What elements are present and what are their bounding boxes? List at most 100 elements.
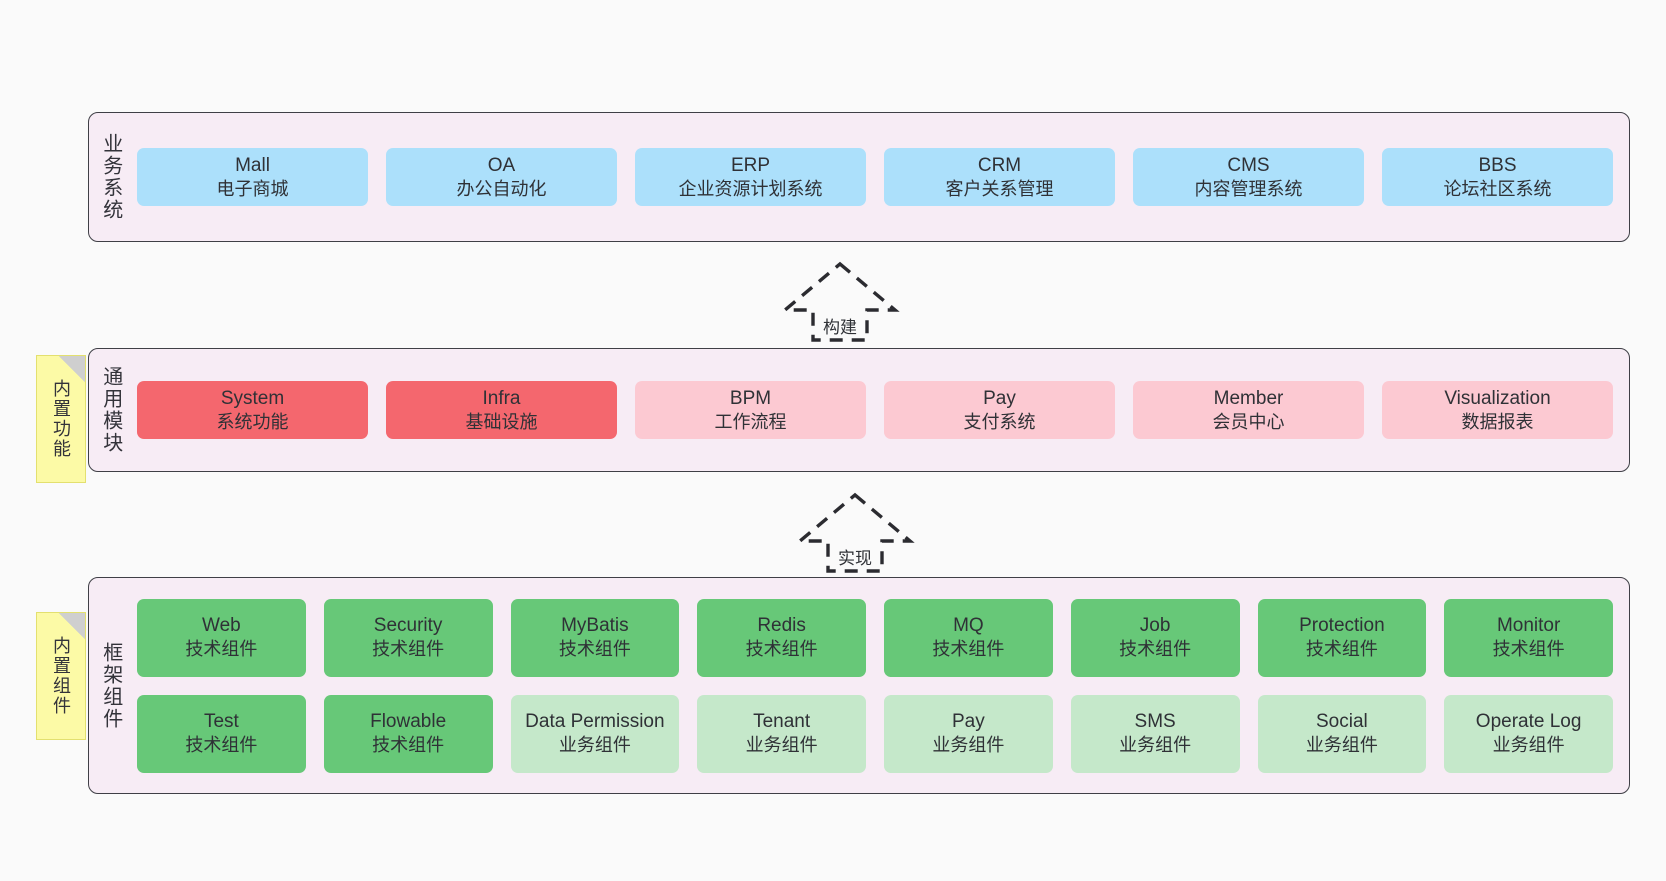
layer-title-common-modules: 通用模块 xyxy=(99,366,122,454)
node-subtitle: 工作流程 xyxy=(714,411,787,432)
node-sms[interactable]: SMS 业务组件 xyxy=(1070,694,1240,773)
node-operate-log[interactable]: Operate Log 业务组件 xyxy=(1444,694,1613,773)
node-title: MyBatis xyxy=(561,615,629,637)
node-protection[interactable]: Protection 技术组件 xyxy=(1257,598,1427,677)
node-security[interactable]: Security 技术组件 xyxy=(323,598,493,677)
node-title: Visualization xyxy=(1444,387,1551,409)
node-subtitle: 内容管理系统 xyxy=(1194,178,1303,199)
node-subtitle: 技术组件 xyxy=(185,735,258,756)
layer-business-systems: 业务系统 Mall 电子商城 OA 办公自动化 ERP 企业资源计划系统 CRM… xyxy=(88,112,1630,242)
node-test[interactable]: Test 技术组件 xyxy=(137,694,306,773)
node-redis[interactable]: Redis 技术组件 xyxy=(697,598,866,677)
node-subtitle: 客户关系管理 xyxy=(945,178,1054,199)
node-social[interactable]: Social 业务组件 xyxy=(1257,694,1427,773)
node-subtitle: 业务组件 xyxy=(745,735,818,756)
connector-build: 构建 xyxy=(755,258,925,344)
dashed-up-arrow-icon xyxy=(780,261,900,342)
node-mq[interactable]: MQ 技术组件 xyxy=(884,598,1053,677)
node-pay-component[interactable]: Pay 业务组件 xyxy=(884,694,1053,773)
node-bpm[interactable]: BPM 工作流程 xyxy=(635,380,866,440)
sticky-note-label: 内置组件 xyxy=(51,636,71,716)
node-flowable[interactable]: Flowable 技术组件 xyxy=(323,694,493,773)
node-title: Social xyxy=(1316,711,1368,733)
node-crm[interactable]: CRM 客户关系管理 xyxy=(884,147,1115,207)
node-mybatis[interactable]: MyBatis 技术组件 xyxy=(510,598,680,677)
node-web[interactable]: Web 技术组件 xyxy=(137,598,306,677)
sticky-note-label: 内置功能 xyxy=(51,379,71,459)
connector-label: 实现 xyxy=(835,544,875,569)
node-subtitle: 数据报表 xyxy=(1461,411,1534,432)
node-title: Tenant xyxy=(753,711,811,733)
node-title: Web xyxy=(202,615,241,637)
node-subtitle: 技术组件 xyxy=(1492,639,1565,660)
sticky-note-builtin-features: 内置功能 xyxy=(36,355,86,483)
node-title: ERP xyxy=(730,154,771,176)
node-title: CRM xyxy=(977,154,1022,176)
node-title: Data Permission xyxy=(525,711,665,733)
node-subtitle: 技术组件 xyxy=(372,639,445,660)
node-pay-module[interactable]: Pay 支付系统 xyxy=(884,380,1115,440)
node-infra[interactable]: Infra 基础设施 xyxy=(386,380,617,440)
node-title: Pay xyxy=(983,387,1016,409)
node-subtitle: 业务组件 xyxy=(1119,735,1192,756)
node-subtitle: 支付系统 xyxy=(963,411,1036,432)
node-visualization[interactable]: Visualization 数据报表 xyxy=(1382,380,1613,440)
node-title: Member xyxy=(1213,387,1284,409)
layer-body-business-systems: Mall 电子商城 OA 办公自动化 ERP 企业资源计划系统 CRM 客户关系… xyxy=(131,113,1629,241)
node-title: Monitor xyxy=(1496,615,1561,637)
node-erp[interactable]: ERP 企业资源计划系统 xyxy=(635,147,866,207)
node-subtitle: 基础设施 xyxy=(465,411,538,432)
layer-common-modules: 通用模块 System 系统功能 Infra 基础设施 BPM 工作流程 Pay… xyxy=(88,348,1630,472)
node-subtitle: 业务组件 xyxy=(558,735,631,756)
node-row: System 系统功能 Infra 基础设施 BPM 工作流程 Pay 支付系统… xyxy=(137,380,1613,440)
layer-title-framework-components: 框架组件 xyxy=(99,641,122,730)
node-title: MQ xyxy=(953,615,984,637)
node-subtitle: 企业资源计划系统 xyxy=(678,178,823,199)
node-subtitle: 业务组件 xyxy=(932,735,1005,756)
node-subtitle: 论坛社区系统 xyxy=(1443,178,1552,199)
node-mall[interactable]: Mall 电子商城 xyxy=(137,147,368,207)
node-row: Mall 电子商城 OA 办公自动化 ERP 企业资源计划系统 CRM 客户关系… xyxy=(137,147,1613,207)
node-title: Redis xyxy=(757,615,806,637)
node-tenant[interactable]: Tenant 业务组件 xyxy=(697,694,866,773)
node-title: Security xyxy=(373,615,443,637)
node-row: Test 技术组件 Flowable 技术组件 Data Permission … xyxy=(137,694,1613,773)
node-cms[interactable]: CMS 内容管理系统 xyxy=(1133,147,1364,207)
connector-implement: 实现 xyxy=(770,489,940,575)
node-title: OA xyxy=(487,154,516,176)
node-subtitle: 技术组件 xyxy=(745,639,818,660)
connector-label: 构建 xyxy=(820,313,860,338)
node-title: Infra xyxy=(482,387,521,409)
sticky-note-builtin-components: 内置组件 xyxy=(36,612,86,740)
node-title: Pay xyxy=(952,711,985,733)
node-title: BBS xyxy=(1478,154,1517,176)
node-row: Web 技术组件 Security 技术组件 MyBatis 技术组件 Redi… xyxy=(137,598,1613,677)
node-job[interactable]: Job 技术组件 xyxy=(1070,598,1240,677)
node-subtitle: 系统功能 xyxy=(216,411,289,432)
node-data-permission[interactable]: Data Permission 业务组件 xyxy=(510,694,680,773)
node-monitor[interactable]: Monitor 技术组件 xyxy=(1444,598,1613,677)
node-title: System xyxy=(220,387,285,409)
node-member[interactable]: Member 会员中心 xyxy=(1133,380,1364,440)
node-subtitle: 技术组件 xyxy=(1305,639,1378,660)
node-subtitle: 办公自动化 xyxy=(456,178,547,199)
node-subtitle: 会员中心 xyxy=(1212,411,1285,432)
layer-title-business-systems: 业务系统 xyxy=(99,133,122,221)
node-title: Job xyxy=(1139,615,1171,637)
node-subtitle: 业务组件 xyxy=(1305,735,1378,756)
layer-body-framework-components: Web 技术组件 Security 技术组件 MyBatis 技术组件 Redi… xyxy=(131,578,1629,793)
node-title: SMS xyxy=(1134,711,1176,733)
node-subtitle: 电子商城 xyxy=(216,178,289,199)
node-subtitle: 技术组件 xyxy=(372,735,445,756)
node-oa[interactable]: OA 办公自动化 xyxy=(386,147,617,207)
node-subtitle: 技术组件 xyxy=(185,639,258,660)
node-title: Mall xyxy=(235,154,270,176)
node-subtitle: 技术组件 xyxy=(558,639,631,660)
node-system[interactable]: System 系统功能 xyxy=(137,380,368,440)
node-title: CMS xyxy=(1227,154,1270,176)
node-title: Flowable xyxy=(370,711,447,733)
node-subtitle: 技术组件 xyxy=(932,639,1005,660)
node-bbs[interactable]: BBS 论坛社区系统 xyxy=(1382,147,1613,207)
node-title: Operate Log xyxy=(1475,711,1582,733)
